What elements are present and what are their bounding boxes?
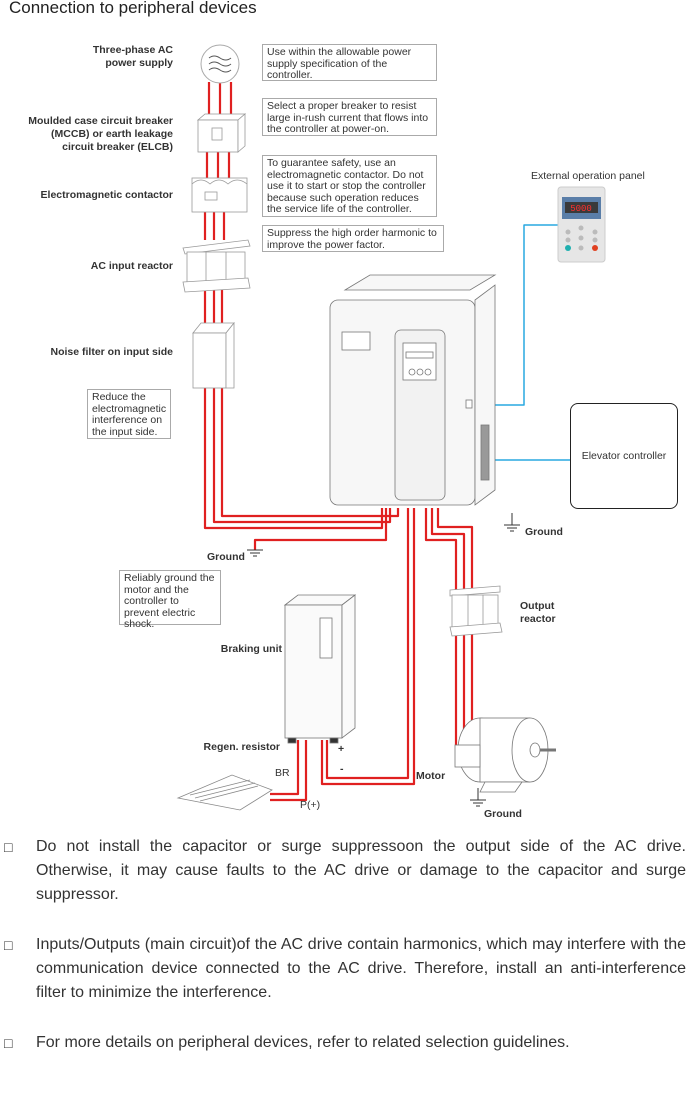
label-motor: Motor [416,770,446,782]
signal-wires [474,224,570,461]
noise-filter-icon [192,321,235,389]
bullet-box-icon: □ [4,937,13,953]
label-noise-filter: Noise filter on input side [50,346,173,358]
ground-symbols [247,513,520,807]
label-external-panel: External operation panel [531,170,645,182]
braking-unit-icon [283,594,357,744]
terminal-minus: - [340,763,344,775]
label-output-reactor: Output reactor [520,600,556,625]
label-ground-left: Ground [207,551,245,563]
terminal-br: BR [275,767,290,779]
label-mccb: Moulded case circuit breaker (MCCB) or e… [28,115,173,153]
external-operation-panel-icon [557,186,606,263]
label-input-reactor: AC input reactor [90,260,173,272]
panel-display: 5000 [570,204,592,214]
motor-icon [454,717,556,793]
bullet-box-icon: □ [4,1035,13,1051]
label-ground-motor: Ground [484,808,522,820]
label-elevator-controller: Elevator controller [581,450,667,462]
note-input-reactor: Suppress the high order harmonic to impr… [262,225,444,252]
terminal-p: P(+) [300,799,321,811]
connection-diagram: 5000 [176,44,606,811]
label-braking-unit: Braking unit [220,643,282,655]
note-power-supply: Use within the allowable power supply sp… [262,44,437,81]
note-noise-filter: Reduce the electromagnetic interference … [87,389,171,439]
note-ground: Reliably ground the motor and the contro… [119,570,221,630]
note-contactor: To guarantee safety, use an electromagne… [262,155,437,217]
elevator-controller-box: Elevator controller [570,403,678,509]
label-power-supply: Three-phase AC power supply [92,44,173,69]
page-title: Connection to peripheral devices [9,0,257,17]
mccb-icon [196,113,247,153]
regen-resistor-icon [176,774,273,811]
contactor-icon [191,177,248,213]
note-mccb: Select a proper breaker to resist large … [262,98,437,136]
ac-drive-icon [329,274,497,506]
input-reactor-icon [182,239,251,293]
power-supply-icon [200,44,240,84]
bullet-box-icon: □ [4,839,13,855]
output-reactor-icon [449,585,503,637]
label-ground-right: Ground [525,526,563,538]
label-contactor: Electromagnetic contactor [40,189,173,201]
label-regen-resistor: Regen. resistor [203,741,280,753]
terminal-plus: + [338,743,345,755]
input-wires [203,82,474,802]
